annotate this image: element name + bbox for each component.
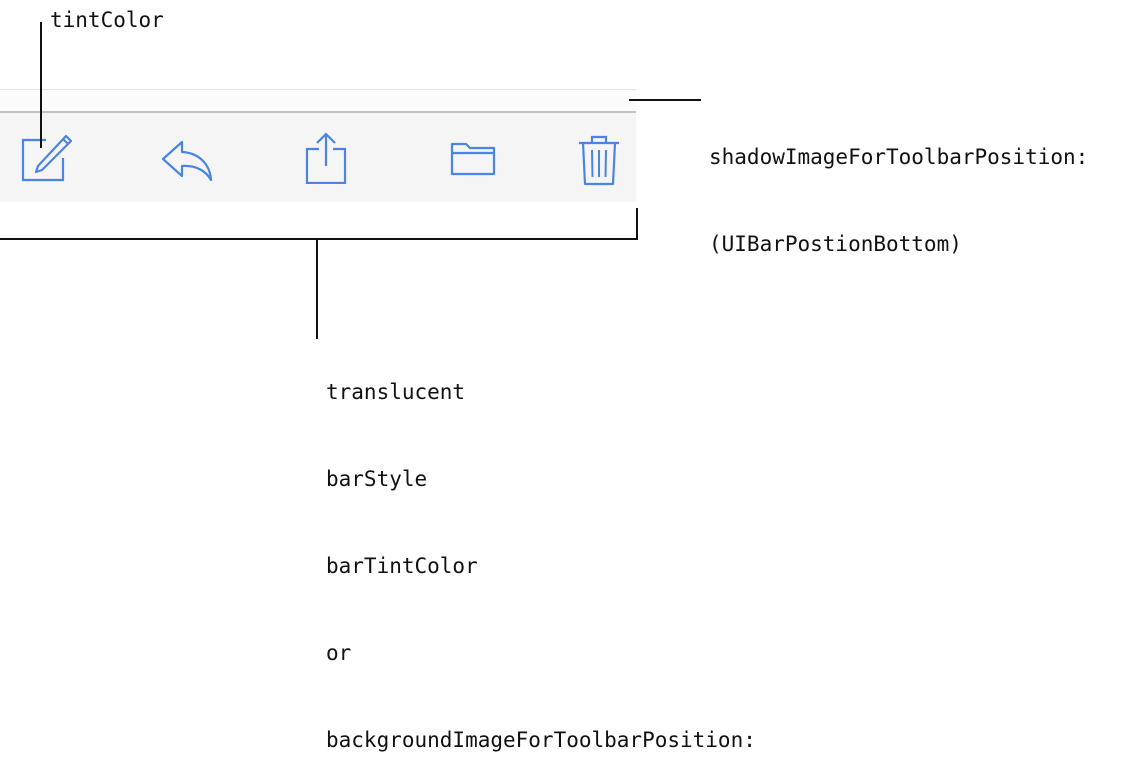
compose-icon[interactable] — [20, 134, 72, 184]
shadow-image-label-line-1: shadowImageForToolbarPosition: — [709, 145, 1089, 169]
bar-appearance-line: barStyle — [326, 467, 428, 491]
folder-icon[interactable] — [450, 140, 496, 176]
toolbar-top-area — [0, 89, 636, 111]
bar-appearance-line: backgroundImageForToolbarPosition: — [326, 728, 756, 752]
reply-icon[interactable] — [160, 139, 216, 181]
bar-appearance-line: barTintColor — [326, 554, 478, 578]
toolbar — [0, 89, 636, 202]
bar-appearance-line: translucent — [326, 380, 466, 404]
shadow-image-label-line-2: (UIBarPostionBottom) — [709, 232, 962, 256]
tint-callout-line — [40, 22, 42, 148]
bar-bracket-right — [636, 208, 638, 240]
toolbar-shadow-image — [0, 111, 636, 113]
share-icon[interactable] — [305, 132, 347, 184]
toolbar-background — [0, 113, 636, 202]
shadow-image-label: shadowImageForToolbarPosition: (UIBarPos… — [709, 85, 1088, 288]
bar-bracket-bottom — [0, 238, 638, 240]
bar-appearance-line: or — [326, 641, 352, 665]
trash-icon[interactable] — [578, 134, 620, 186]
bar-appearance-label: translucent barStyle barTintColor or bac… — [326, 320, 756, 784]
bar-callout-line — [316, 239, 318, 339]
shadow-callout-line — [629, 99, 701, 101]
tint-color-label: tintColor — [50, 8, 164, 32]
toolbar-top-hairline — [0, 89, 636, 90]
